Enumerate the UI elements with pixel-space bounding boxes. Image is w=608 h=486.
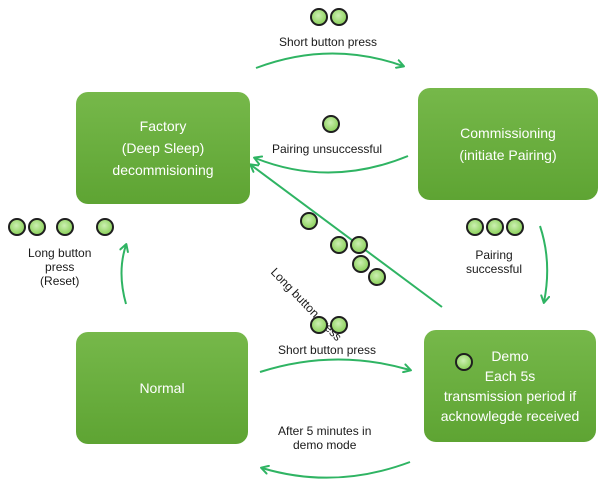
led-group-long-press-diagonal-2: [330, 236, 370, 254]
transition-label-line3: (Reset): [40, 274, 80, 288]
label-commissioning-to-demo: Pairing successful: [466, 248, 522, 276]
green-led-icon: [455, 353, 473, 371]
transition-label-line2: demo mode: [293, 438, 357, 452]
green-led-icon: [466, 218, 484, 236]
state-factory-title: Factory: [139, 118, 187, 134]
state-factory-subtitle: (Deep Sleep): [121, 140, 205, 156]
green-led-icon: [330, 8, 348, 26]
green-led-icon: [486, 218, 504, 236]
arrow-demo-to-normal: [260, 461, 411, 479]
state-commissioning-title: Commissioning: [460, 125, 556, 141]
label-normal-to-demo: Short button press: [278, 343, 376, 357]
transition-label-line1: After 5 minutes in: [278, 424, 372, 438]
state-factory: Factory (Deep Sleep) decommisioning: [76, 92, 250, 204]
led-group-short-press-bottom: [310, 316, 350, 334]
demo-led-indicator: [455, 353, 475, 371]
state-demo-description-line2: acknowlegde received: [440, 408, 580, 424]
transition-label-line1: Pairing: [475, 248, 513, 262]
state-normal-title: Normal: [139, 380, 185, 396]
green-led-icon: [352, 255, 370, 273]
state-commissioning-subtitle: (initiate Pairing): [459, 147, 557, 163]
green-led-icon: [28, 218, 46, 236]
state-factory-description: decommisioning: [112, 162, 214, 178]
green-led-icon: [8, 218, 26, 236]
transition-label-line2: successful: [466, 262, 523, 276]
green-led-icon: [350, 236, 368, 254]
led-group-short-press-top: [310, 8, 350, 26]
green-led-icon: [322, 115, 340, 133]
green-led-icon: [300, 212, 318, 230]
led-group-pairing-successful: [466, 218, 526, 236]
state-commissioning: Commissioning (initiate Pairing): [418, 88, 598, 200]
state-normal: Normal: [76, 332, 248, 444]
label-demo-to-normal: After 5 minutes in demo mode: [278, 424, 371, 452]
led-group-long-press-diagonal-3: [352, 255, 372, 273]
arrow-commissioning-to-demo: [539, 225, 551, 304]
green-led-icon: [506, 218, 524, 236]
green-led-icon: [368, 268, 386, 286]
arrow-normal-to-factory: [119, 243, 129, 305]
label-commissioning-to-factory: Pairing unsuccessful: [272, 142, 382, 156]
led-group-pairing-unsuccessful: [322, 115, 342, 133]
label-factory-to-commissioning: Short button press: [279, 35, 377, 49]
green-led-icon: [310, 316, 328, 334]
transition-label: Short button press: [278, 343, 377, 357]
state-demo-title: Demo: [491, 348, 529, 364]
arrow-normal-to-demo: [259, 358, 412, 374]
led-group-long-press-reset: [8, 218, 116, 236]
transition-label: Pairing unsuccessful: [272, 142, 383, 156]
state-demo-description-line1: transmission period if: [443, 388, 577, 404]
led-group-long-press-diagonal-4: [368, 268, 388, 286]
arrow-commissioning-to-factory: [253, 155, 409, 174]
green-led-icon: [96, 218, 114, 236]
state-demo-period: Each 5s: [484, 368, 536, 384]
label-normal-to-factory: Long button press (Reset): [28, 246, 91, 288]
led-group-long-press-diagonal-1: [300, 212, 320, 230]
transition-label-line2: press: [45, 260, 75, 274]
arrow-demo-to-factory: [249, 163, 443, 308]
green-led-icon: [330, 316, 348, 334]
transition-label: Short button press: [279, 35, 378, 49]
green-led-icon: [310, 8, 328, 26]
green-led-icon: [56, 218, 74, 236]
green-led-icon: [330, 236, 348, 254]
state-demo: Demo Each 5s transmission period if ackn…: [424, 330, 596, 442]
transition-label-line1: Long button: [28, 246, 92, 260]
arrow-factory-to-commissioning: [255, 52, 405, 69]
